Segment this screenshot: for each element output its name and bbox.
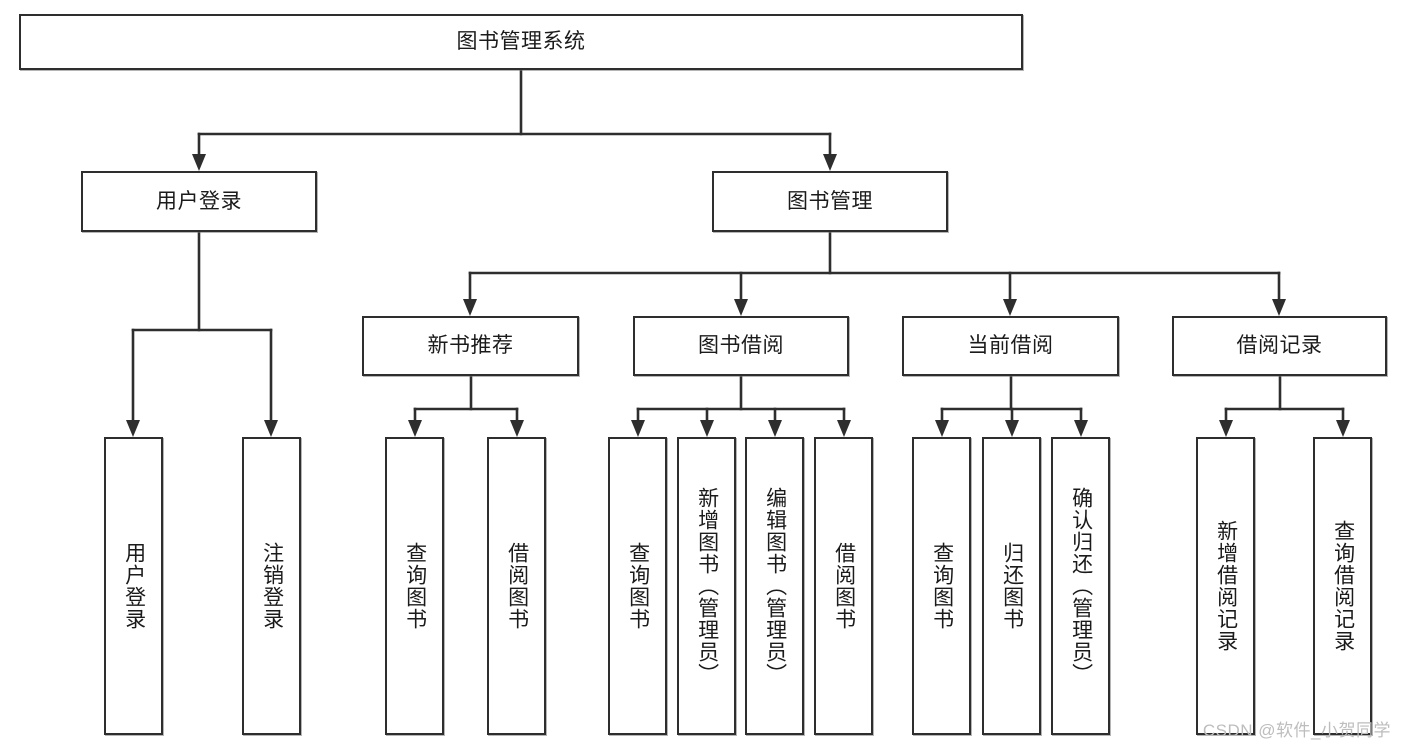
- node-user-login[interactable]: 用户登录: [81, 171, 317, 232]
- arrowhead-icon-leaf-query-record: [1336, 420, 1350, 437]
- node-leaf-borrow-book-1[interactable]: 借阅图书: [487, 437, 546, 735]
- arrowhead-icon-book-1: [734, 299, 748, 316]
- node-label-leaf-confirm-return: 确认归还（管理员）: [1069, 487, 1093, 685]
- node-label-leaf-user-login: 用户登录: [122, 542, 146, 630]
- node-label-leaf-borrow-book-1: 借阅图书: [505, 542, 529, 630]
- arrowhead-icon-leaf-query-book-1: [408, 420, 422, 437]
- node-leaf-query-book-1[interactable]: 查询图书: [385, 437, 444, 735]
- node-label-borrow-record: 借阅记录: [1236, 334, 1323, 358]
- node-leaf-query-book-3[interactable]: 查询图书: [912, 437, 971, 735]
- node-label-book-manage: 图书管理: [787, 189, 873, 213]
- node-label-leaf-query-record: 查询借阅记录: [1331, 520, 1355, 652]
- node-root[interactable]: 图书管理系统: [19, 14, 1023, 70]
- node-label-leaf-query-book-1: 查询图书: [403, 542, 427, 630]
- node-label-leaf-add-book: 新增图书（管理员）: [695, 487, 719, 685]
- node-label-current-borrow: 当前借阅: [967, 334, 1054, 358]
- arrowhead-icon-leaf-query-book-2: [631, 420, 645, 437]
- node-leaf-return-book[interactable]: 归还图书: [982, 437, 1041, 735]
- node-leaf-user-login[interactable]: 用户登录: [104, 437, 163, 735]
- node-new-book-recommend[interactable]: 新书推荐: [362, 316, 579, 376]
- node-label-leaf-query-book-2: 查询图书: [626, 542, 650, 630]
- node-label-leaf-query-book-3: 查询图书: [930, 542, 954, 630]
- node-label-user-login: 用户登录: [156, 189, 242, 213]
- node-book-borrow[interactable]: 图书借阅: [633, 316, 849, 376]
- arrowhead-icon-user-0: [126, 420, 140, 437]
- node-label-leaf-borrow-book-2: 借阅图书: [832, 542, 856, 630]
- node-book-manage[interactable]: 图书管理: [712, 171, 948, 232]
- node-label-book-borrow: 图书借阅: [698, 334, 784, 358]
- arrowhead-icon-leaf-borrow-book-2: [837, 420, 851, 437]
- arrowhead-icon-leaf-add-book: [700, 420, 714, 437]
- node-leaf-borrow-book-2[interactable]: 借阅图书: [814, 437, 873, 735]
- node-leaf-query-record[interactable]: 查询借阅记录: [1313, 437, 1372, 735]
- arrowhead-icon-root-0: [192, 154, 206, 171]
- csdn-watermark: CSDN @软件_小贺同学: [1202, 721, 1391, 740]
- node-label-leaf-add-record: 新增借阅记录: [1214, 520, 1238, 652]
- arrowhead-icon-root-1: [823, 154, 837, 171]
- node-leaf-user-logout[interactable]: 注销登录: [242, 437, 301, 735]
- arrowhead-icon-user-1: [264, 420, 278, 437]
- arrowhead-icon-book-3: [1272, 299, 1286, 316]
- arrowhead-icon-book-2: [1003, 299, 1017, 316]
- arrowhead-icon-leaf-edit-book: [768, 420, 782, 437]
- node-leaf-add-book[interactable]: 新增图书（管理员）: [677, 437, 736, 735]
- arrowhead-icon-leaf-confirm-return: [1074, 420, 1088, 437]
- node-leaf-add-record[interactable]: 新增借阅记录: [1196, 437, 1255, 735]
- arrowhead-icon-leaf-add-record: [1219, 420, 1233, 437]
- arrowhead-icon-leaf-borrow-book-1: [510, 420, 524, 437]
- node-label-leaf-edit-book: 编辑图书（管理员）: [763, 487, 787, 685]
- node-label-leaf-return-book: 归还图书: [1000, 542, 1024, 630]
- node-label-leaf-user-logout: 注销登录: [260, 542, 284, 630]
- node-leaf-edit-book[interactable]: 编辑图书（管理员）: [745, 437, 804, 735]
- node-label-root: 图书管理系统: [456, 30, 586, 54]
- arrowhead-icon-leaf-query-book-3: [935, 420, 949, 437]
- node-borrow-record[interactable]: 借阅记录: [1172, 316, 1387, 376]
- arrowhead-icon-leaf-return-book: [1005, 420, 1019, 437]
- node-leaf-query-book-2[interactable]: 查询图书: [608, 437, 667, 735]
- node-current-borrow[interactable]: 当前借阅: [902, 316, 1119, 376]
- node-leaf-confirm-return[interactable]: 确认归还（管理员）: [1051, 437, 1110, 735]
- arrowhead-icon-book-0: [463, 299, 477, 316]
- node-label-new-book-recommend: 新书推荐: [427, 334, 514, 358]
